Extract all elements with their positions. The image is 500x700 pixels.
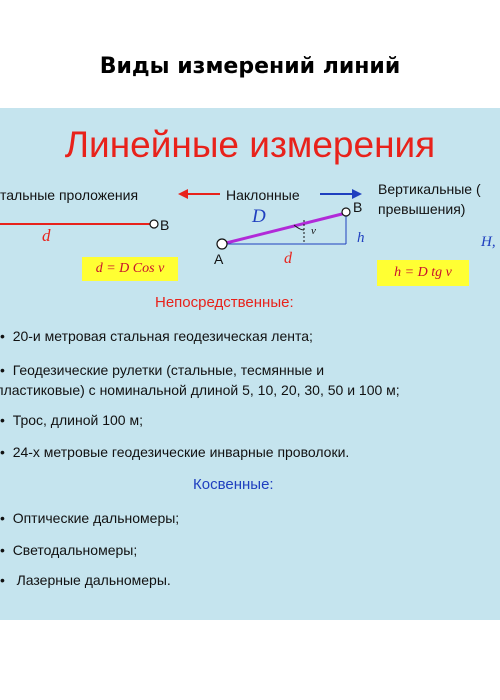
list-item: • Геодезические рулетки (стальные, тесмя… bbox=[0, 360, 324, 380]
var-d-bottom: d bbox=[284, 250, 292, 267]
list-item-continuation: пластиковые) с номинальной длиной 5, 10,… bbox=[0, 380, 400, 400]
direct-heading: Непосредственные: bbox=[155, 294, 294, 311]
list-item: • Лазерные дальномеры. bbox=[0, 570, 171, 590]
inclined-line bbox=[221, 211, 347, 246]
left-arrowhead-icon bbox=[178, 189, 188, 199]
bullet-icon: • bbox=[0, 362, 13, 378]
direct-item-text: Трос, длиной 100 м; bbox=[12, 412, 143, 428]
formula-right: h = D tg v bbox=[377, 260, 469, 286]
list-item: • Трос, длиной 100 м; bbox=[0, 410, 143, 430]
direct-item-text: Геодезические рулетки (стальные, тесмянн… bbox=[12, 362, 325, 378]
vertical-label-line2: превышения) bbox=[378, 201, 466, 217]
indirect-item-text: Оптические дальномеры; bbox=[12, 510, 180, 526]
bullet-icon: • bbox=[0, 328, 13, 344]
bullet-icon: • bbox=[0, 572, 17, 588]
direct-item-text: 24-х метровые геодезические инварные про… bbox=[12, 444, 350, 460]
direct-item-text: пластиковые) с номинальной длиной 5, 10,… bbox=[0, 382, 400, 398]
formula-left: d = D Cos v bbox=[82, 257, 178, 281]
inclined-label: Наклонные bbox=[226, 187, 300, 203]
right-arrowhead-icon bbox=[352, 189, 362, 199]
angle-arc bbox=[293, 224, 305, 231]
page-title: Виды измерений линий bbox=[99, 54, 401, 79]
point-b-left-marker bbox=[149, 219, 159, 229]
point-a-marker bbox=[216, 238, 228, 250]
list-item: • 20-и метровая стальная геодезическая л… bbox=[0, 326, 313, 346]
point-b-left-label: B bbox=[160, 217, 170, 233]
var-h: h bbox=[357, 230, 365, 246]
indirect-item-text: Лазерные дальномеры. bbox=[16, 572, 171, 588]
bullet-icon: • bbox=[0, 510, 13, 526]
list-item: • Светодальномеры; bbox=[0, 540, 137, 560]
slide: Линейные измерения тальные проложения На… bbox=[0, 108, 500, 620]
indirect-item-text: Светодальномеры; bbox=[12, 542, 138, 558]
list-item: • Оптические дальномеры; bbox=[0, 508, 179, 528]
direct-item-text: 20-и метровая стальная геодезическая лен… bbox=[12, 328, 313, 344]
point-b-right-label: B bbox=[353, 199, 363, 215]
bullet-icon: • bbox=[0, 542, 13, 558]
bullet-icon: • bbox=[0, 444, 13, 460]
slide-title: Линейные измерения bbox=[64, 124, 436, 165]
horizontal-label: тальные проложения bbox=[0, 187, 139, 203]
indirect-heading: Косвенные: bbox=[193, 476, 274, 493]
list-item: • 24-х метровые геодезические инварные п… bbox=[0, 442, 349, 462]
bullet-icon: • bbox=[0, 412, 13, 428]
var-D: D bbox=[252, 206, 266, 227]
vertical-label-line1: Вертикальные ( bbox=[378, 181, 481, 197]
var-H-partial: H, bbox=[481, 234, 496, 250]
point-b-right-marker bbox=[341, 207, 351, 217]
measurement-diagram bbox=[0, 189, 362, 250]
var-v: v bbox=[311, 225, 316, 237]
point-a-label: A bbox=[214, 251, 224, 267]
var-d-left: d bbox=[42, 226, 51, 245]
